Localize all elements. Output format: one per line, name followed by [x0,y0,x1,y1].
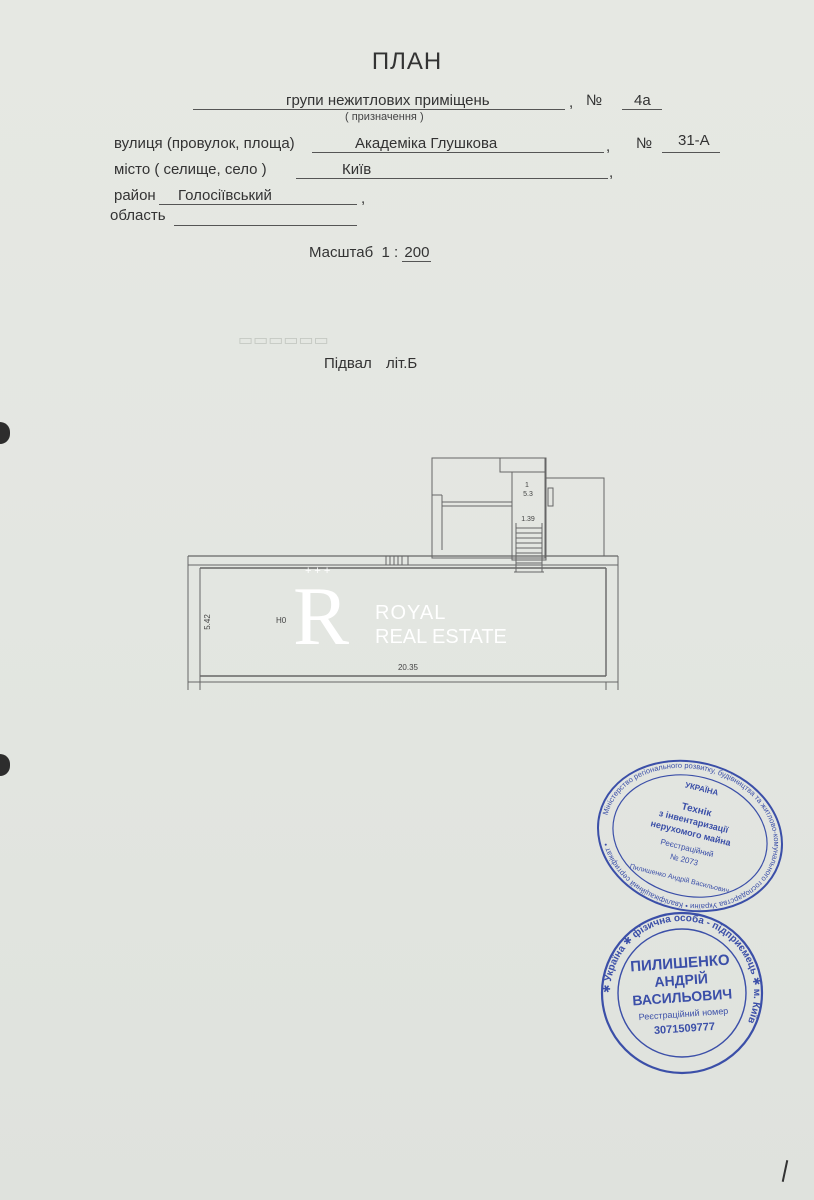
street-label: вулиця (провулок, площа) [114,135,295,152]
city-label: місто ( селище, село ) [114,161,267,178]
side-room [545,477,605,557]
city-value: Київ [342,161,372,178]
scale-value: 200 [402,244,432,262]
watermark-line1: ROYAL [375,602,447,624]
stamp2-line2: АНДРІЙ [654,969,709,990]
floor-name: Підвал [324,355,372,372]
window-mark [385,555,409,566]
door-mark [547,487,554,507]
district-label: район [114,187,156,204]
pen-mark [781,1160,789,1182]
district-underline [159,204,357,205]
purpose-caption: ( призначення ) [345,111,424,123]
stamp2-line1: ПИЛИШЕНКО [630,952,731,976]
region-label: область [110,207,166,224]
comma: , [569,94,574,111]
district-value: Голосіївський [178,187,272,204]
floor-plan-drawing: 1 5.3 1.39 Н0 5.42 20.35 [187,457,619,690]
stamp1-top: УКРАЇНА [684,780,719,797]
number-sign: № [586,92,603,109]
floor-caption: Підвал літ.Б [324,355,417,372]
dim-width: 20.35 [398,663,419,672]
watermark-stars: +++ [305,565,334,577]
comma: , [606,138,611,155]
scale-prefix: 1 : [381,244,399,261]
group-underline [193,109,565,110]
floor-letter: літ.Б [385,355,418,372]
round-stamp-entrepreneur: ✱ Україна ✱ фізична особа - підприємець … [600,911,764,1075]
street-underline [312,152,604,153]
city-underline [296,178,608,179]
watermark-logo-letter: R [293,570,350,663]
watermark: +++ R ROYAL REAL ESTATE [293,565,533,665]
scale-label: Масштаб [309,244,374,261]
round-stamp-technician: Міністерство регіонального розвитку, буд… [592,756,788,916]
stair-area: 5.3 [523,491,533,498]
number-value: 4а [634,92,651,109]
stair-number: 1 [525,482,529,489]
dim-height: 5.42 [203,614,212,630]
comma: , [361,190,366,207]
street-value: Академіка Глушкова [355,135,498,152]
stair-top-room [499,457,547,473]
main-room-label: Н0 [276,616,287,625]
annex-outline [431,457,546,559]
binder-hole [0,422,10,444]
watermark-line2: REAL ESTATE [375,626,507,648]
comma: , [609,164,614,181]
number-underline [622,109,662,110]
stamp2-line3: ВАСИЛЬОВИЧ [632,986,733,1009]
building-value: 31-А [678,132,710,149]
building-underline [662,152,720,153]
stair-width: 1.39 [521,516,535,523]
show-through-mark: ▭▭▭▭▭▭ [238,332,329,349]
building-sign: № [636,135,653,152]
scale-row: Масштаб 1 : 200 [309,244,432,262]
page-title: ПЛАН [371,48,443,75]
stamp2-line5: 3071509777 [654,1021,716,1037]
region-underline [174,225,357,226]
binder-hole [0,754,10,776]
group-label: групи нежитлових приміщень [286,92,490,109]
stamp2-line4: Реєстраційний номер [638,1006,728,1022]
